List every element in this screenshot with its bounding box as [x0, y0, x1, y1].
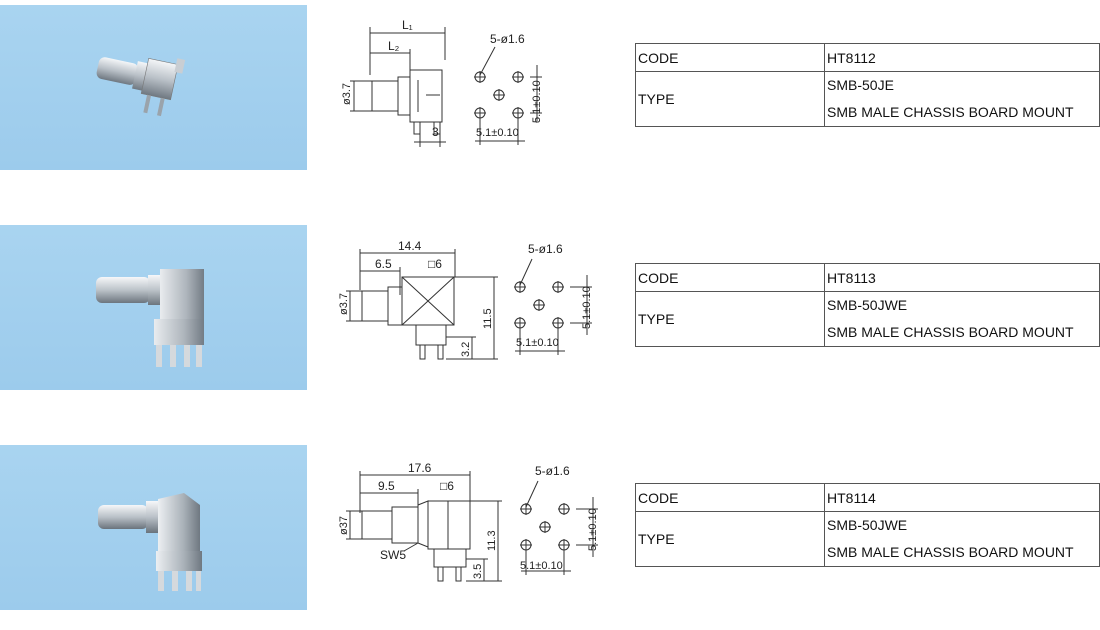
right-angle-connector-icon: [98, 493, 202, 591]
dim-height: 11.5: [482, 308, 494, 329]
dim-length-2: 6.5: [375, 257, 392, 271]
dim-length-2: 9.5: [378, 479, 395, 493]
table-row: CODE HT8112: [635, 43, 1100, 72]
dim-pitch-vertical: 5.1±0.10: [581, 286, 593, 329]
code-value: HT8114: [824, 483, 1100, 512]
dim-diameter: ø37: [338, 516, 350, 535]
product-photo-ht8112: [0, 5, 307, 170]
spec-table-ht8114: CODE HT8114 TYPE SMB-50JWE SMB MALE CHAS…: [635, 483, 1100, 567]
code-label: CODE: [635, 43, 825, 72]
code-label: CODE: [635, 263, 825, 292]
table-row: TYPE SMB-50JWE SMB MALE CHASSIS BOARD MO…: [635, 511, 1100, 567]
type-description: SMB MALE CHASSIS BOARD MOUNT: [827, 544, 1074, 560]
dim-height: 11.3: [486, 530, 498, 551]
type-label: TYPE: [635, 291, 825, 347]
dim-diameter: ø3.7: [338, 293, 350, 315]
dim-length: 14.4: [398, 239, 422, 253]
product-row-1: L₁ L₂ ø3.7 3 5-ø1.6: [0, 5, 1100, 175]
type-description: SMB MALE CHASSIS BOARD MOUNT: [827, 104, 1074, 120]
dim-holes: 5-ø1.6: [490, 32, 525, 46]
type-value: SMB-50JE SMB MALE CHASSIS BOARD MOUNT: [824, 71, 1100, 127]
dimension-drawing-ht8114: 17.6 9.5 □6 ø37 SW5 11.3 3.5: [330, 445, 610, 615]
code-label: CODE: [635, 483, 825, 512]
product-row-3: 17.6 9.5 □6 ø37 SW5 11.3 3.5: [0, 445, 1100, 615]
product-photo-ht8114: [0, 445, 307, 610]
dim-holes: 5-ø1.6: [528, 242, 563, 256]
dim-l1: L₁: [402, 18, 413, 32]
dim-pitch-horizontal: 5.1±0.10: [476, 127, 519, 139]
dim-square: □6: [440, 479, 454, 493]
product-row-2: 14.4 6.5 □6 ø3.7 11.5 3.2 5-ø1.6: [0, 225, 1100, 395]
dim-pitch-horizontal: 5.1±0.10: [520, 560, 563, 572]
right-angle-connector-icon: [96, 269, 204, 367]
dim-length: 17.6: [408, 461, 432, 475]
dim-square: □6: [428, 257, 442, 271]
type-value: SMB-50JWE SMB MALE CHASSIS BOARD MOUNT: [824, 291, 1100, 347]
dim-pin-offset: 3: [432, 125, 439, 139]
type-label: TYPE: [635, 71, 825, 127]
type-description: SMB MALE CHASSIS BOARD MOUNT: [827, 324, 1074, 340]
code-value: HT8112: [824, 43, 1100, 72]
type-model: SMB-50JWE: [827, 297, 908, 313]
table-row: CODE HT8113: [635, 263, 1100, 292]
dim-pitch-horizontal: 5.1±0.10: [516, 337, 559, 349]
type-model: SMB-50JWE: [827, 517, 908, 533]
dimension-drawing-ht8113: 14.4 6.5 □6 ø3.7 11.5 3.2 5-ø1.6: [330, 225, 610, 395]
code-value: HT8113: [824, 263, 1100, 292]
dim-l2: L₂: [388, 39, 400, 53]
straight-connector-icon: [96, 57, 186, 117]
dim-wrench-size: SW5: [380, 548, 406, 562]
table-row: TYPE SMB-50JWE SMB MALE CHASSIS BOARD MO…: [635, 291, 1100, 347]
dim-height-2: 3.2: [460, 342, 472, 357]
product-photo-ht8113: [0, 225, 307, 390]
dim-height-2: 3.5: [472, 564, 484, 579]
dim-diameter: ø3.7: [341, 83, 353, 105]
type-model: SMB-50JE: [827, 77, 894, 93]
spec-table-ht8113: CODE HT8113 TYPE SMB-50JWE SMB MALE CHAS…: [635, 263, 1100, 347]
dimension-drawing-ht8112: L₁ L₂ ø3.7 3 5-ø1.6: [330, 5, 610, 175]
dim-pitch-vertical: 5.1±0.10: [531, 80, 543, 123]
dim-pitch-vertical: 5.1±0.10: [587, 508, 599, 551]
type-label: TYPE: [635, 511, 825, 567]
table-row: TYPE SMB-50JE SMB MALE CHASSIS BOARD MOU…: [635, 71, 1100, 127]
spec-table-ht8112: CODE HT8112 TYPE SMB-50JE SMB MALE CHASS…: [635, 43, 1100, 127]
table-row: CODE HT8114: [635, 483, 1100, 512]
dim-holes: 5-ø1.6: [535, 464, 570, 478]
type-value: SMB-50JWE SMB MALE CHASSIS BOARD MOUNT: [824, 511, 1100, 567]
